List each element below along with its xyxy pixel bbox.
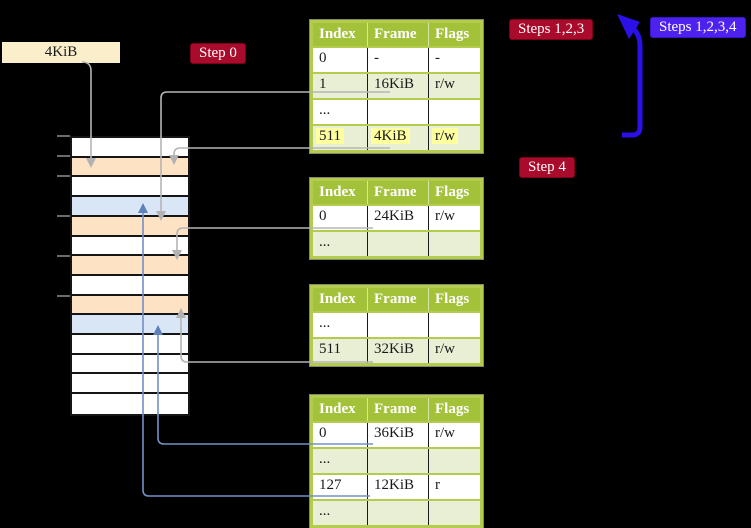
table-cell xyxy=(367,311,429,338)
column-header-frame: Frame xyxy=(367,396,429,422)
memory-frame-row-11 xyxy=(72,354,188,375)
table-row: ... xyxy=(311,98,482,125)
table-cell: ... xyxy=(311,499,368,527)
table-row: ... xyxy=(311,311,482,338)
step0-badge: Step 0 xyxy=(190,43,246,64)
table-row: ... xyxy=(311,230,482,258)
table-cell: - xyxy=(367,46,429,73)
table-cell: ... xyxy=(311,230,368,258)
steps-1234-loop-arrow xyxy=(622,24,643,138)
memory-frame-row-2 xyxy=(72,177,188,198)
column-header-flags: Flags xyxy=(428,179,482,205)
memory-frame-row-0 xyxy=(72,138,188,158)
table-cell xyxy=(428,230,482,258)
table-cell xyxy=(428,447,482,474)
table-cell: 32KiB xyxy=(367,337,429,365)
highlighted-value: r/w xyxy=(432,128,458,144)
column-header-index: Index xyxy=(311,396,368,422)
table-cell: 0 xyxy=(311,46,368,73)
table-cell: 511 xyxy=(311,337,368,365)
table-cell: 0 xyxy=(311,204,368,231)
table-cell: 24KiB xyxy=(367,204,429,231)
memory-frame-row-4 xyxy=(72,216,188,237)
memory-frame-row-10 xyxy=(72,335,188,355)
steps-1234-badge: Steps 1,2,3,4 xyxy=(650,17,746,38)
table-cell xyxy=(367,230,429,258)
frame-size-label: 4KiB xyxy=(2,42,120,63)
table-cell xyxy=(367,98,429,125)
table-cell xyxy=(428,499,482,527)
table-cell: r/w xyxy=(428,204,482,231)
table-cell: 127 xyxy=(311,473,368,500)
highlighted-value: 4KiB xyxy=(371,128,410,144)
column-header-index: Index xyxy=(311,179,368,205)
column-header-frame: Frame xyxy=(367,286,429,312)
table-cell: r/w xyxy=(428,72,482,99)
column-header-frame: Frame xyxy=(367,179,429,205)
table-cell: 12KiB xyxy=(367,473,429,500)
memory-frame-row-5 xyxy=(72,236,188,257)
memory-frame-row-3 xyxy=(72,197,188,217)
table-cell: ... xyxy=(311,311,368,338)
column-header-flags: Flags xyxy=(428,21,482,47)
column-header-flags: Flags xyxy=(428,396,482,422)
table-cell: r/w xyxy=(428,421,482,448)
column-header-frame: Frame xyxy=(367,21,429,47)
memory-frame-row-8 xyxy=(72,295,188,316)
table-row: ... xyxy=(311,499,482,527)
table-cell: r/w xyxy=(428,337,482,365)
table-row: ... xyxy=(311,447,482,474)
memory-frame-row-12 xyxy=(72,374,188,395)
table-cell: - xyxy=(428,46,482,73)
physical-memory-strip xyxy=(70,136,190,416)
steps-1234-loop-arrowhead xyxy=(617,14,640,39)
memory-frame-row-13 xyxy=(72,394,188,414)
step4-badge: Step 4 xyxy=(519,157,575,178)
column-header-index: Index xyxy=(311,286,368,312)
steps-123-badge: Steps 1,2,3 xyxy=(509,19,594,40)
table-row: 0-- xyxy=(311,46,482,73)
memory-frame-row-7 xyxy=(72,275,188,296)
table-cell: 4KiB xyxy=(367,124,429,152)
column-header-flags: Flags xyxy=(428,286,482,312)
table-cell xyxy=(428,98,482,125)
table-cell: ... xyxy=(311,98,368,125)
highlighted-value: 511 xyxy=(316,128,344,144)
memory-frame-row-1 xyxy=(72,157,188,178)
table-cell: 511 xyxy=(311,124,368,152)
memory-frame-row-9 xyxy=(72,315,188,336)
table-row: 511 4KiB r/w xyxy=(311,124,482,152)
memory-frame-row-6 xyxy=(72,256,188,276)
table-cell xyxy=(367,447,429,474)
table-cell: ... xyxy=(311,447,368,474)
column-header-index: Index xyxy=(311,21,368,47)
table-cell xyxy=(428,311,482,338)
table-cell: 0 xyxy=(311,421,368,448)
table-cell: 36KiB xyxy=(367,421,429,448)
table-cell xyxy=(367,499,429,527)
table-cell: 16KiB xyxy=(367,72,429,99)
strip-tick-marks xyxy=(57,135,70,297)
table-cell: 1 xyxy=(311,72,368,99)
table-cell: r xyxy=(428,473,482,500)
table-cell: r/w xyxy=(428,124,482,152)
